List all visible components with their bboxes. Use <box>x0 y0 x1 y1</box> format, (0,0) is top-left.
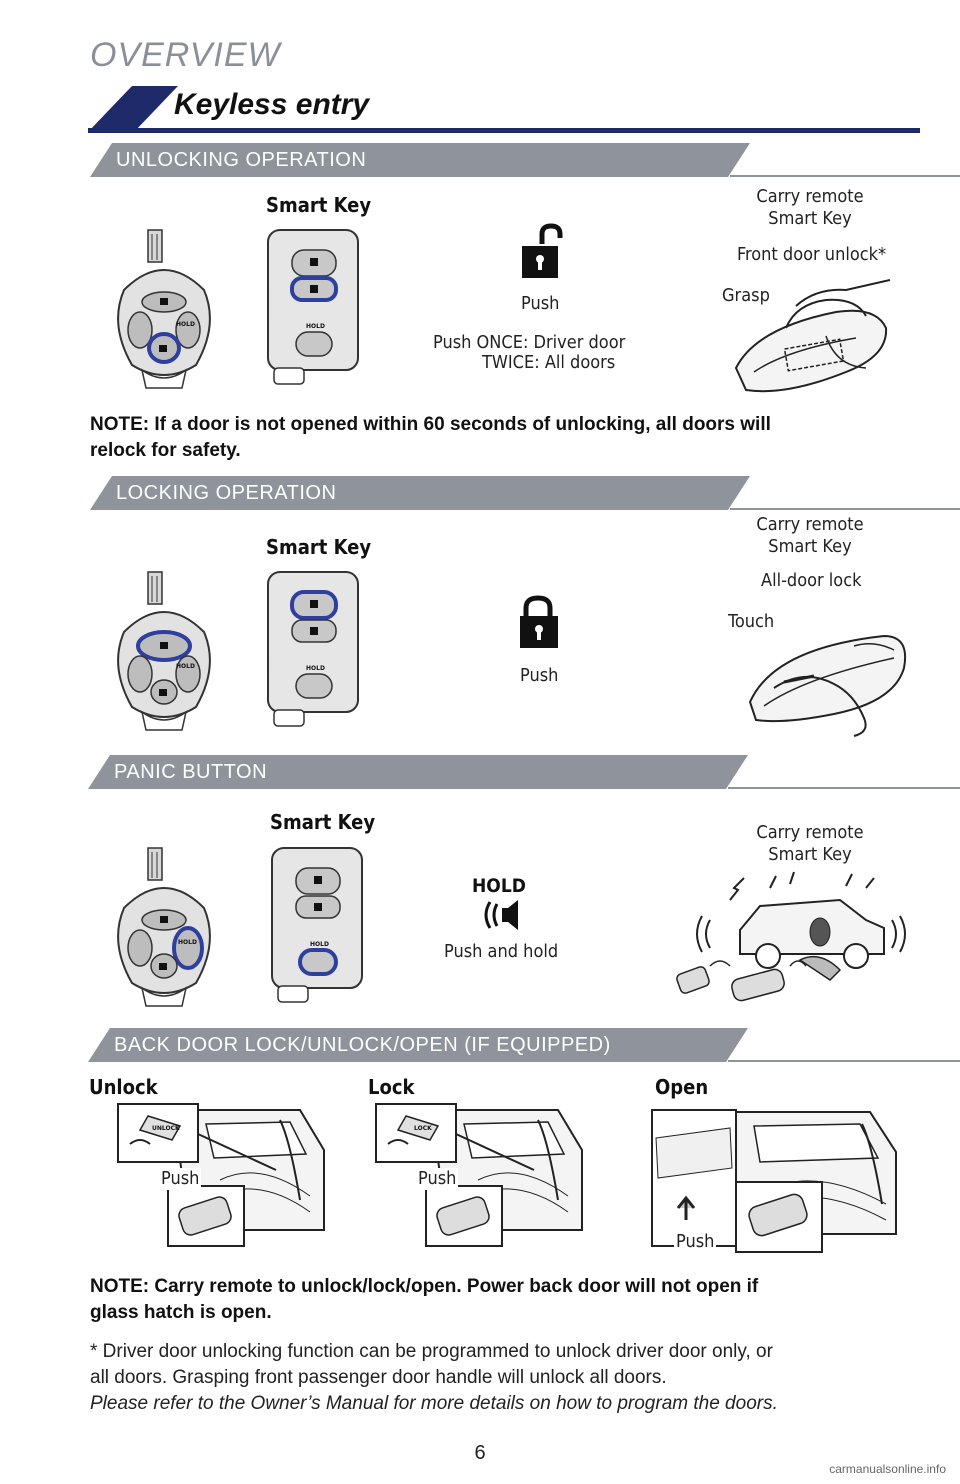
hold-text: HOLD <box>176 321 195 328</box>
unlock-note-line-2: relock for safety. <box>90 440 241 461</box>
footnote-line-1: * Driver door unlocking function can be … <box>90 1341 773 1362</box>
hold-text: HOLD <box>178 939 197 946</box>
push-label: Push <box>159 1168 202 1190</box>
panic-alarm-scene-icon <box>676 871 906 1002</box>
title-underline <box>88 128 920 133</box>
open-label: Open <box>655 1075 709 1099</box>
push-once-label: Push ONCE: Driver door <box>433 332 626 353</box>
push-and-hold-label: Push and hold <box>444 941 559 962</box>
front-door-unlock-label: Front door unlock* <box>737 244 887 265</box>
smart-key-label: Smart Key <box>270 810 376 834</box>
remote-fob-icon: HOLD <box>117 571 211 731</box>
hold-text: HOLD <box>176 663 195 670</box>
back-door-lock-scene-icon: LOCK <box>375 1103 583 1247</box>
remote-fob-icon: HOLD <box>117 229 211 389</box>
section-heading-back-door: BACK DOOR LOCK/UNLOCK/OPEN (IF EQUIPPED) <box>114 1034 611 1056</box>
unlock-label: Unlock <box>89 1075 158 1099</box>
section-heading-panic: PANIC BUTTON <box>114 761 268 783</box>
smart-key-label: Smart Key <box>266 535 372 559</box>
carry-remote-label: Carry remote <box>756 822 864 843</box>
push-label: Push <box>521 293 560 314</box>
carry-smart-key-label: Smart Key <box>768 536 852 557</box>
door-handle-grasp-icon <box>734 279 891 393</box>
lock-button-text: LOCK <box>414 1125 432 1132</box>
hold-text: HOLD <box>306 323 325 330</box>
hold-text: HOLD <box>310 941 329 948</box>
back-door-open-scene-icon <box>651 1109 897 1253</box>
carry-remote-label: Carry remote <box>756 514 864 535</box>
carry-smart-key-label: Smart Key <box>768 844 852 865</box>
carry-remote-label: Carry remote <box>756 186 864 207</box>
push-label: Push <box>674 1231 717 1253</box>
all-door-lock-label: All-door lock <box>761 570 862 591</box>
unlock-note-line-1: NOTE: If a door is not opened within 60 … <box>90 414 771 435</box>
push-label: Push <box>520 665 559 686</box>
page-number: 6 <box>474 1442 486 1464</box>
remote-fob-icon: HOLD <box>117 847 211 1007</box>
push-twice-label: TWICE: All doors <box>482 352 616 373</box>
overview-heading: OVERVIEW <box>90 36 281 74</box>
panic-horn-icon <box>484 900 518 930</box>
carry-smart-key-label: Smart Key <box>768 208 852 229</box>
footnote-line-2: all doors. Grasping front passenger door… <box>90 1367 667 1388</box>
footnote-line-3: Please refer to the Owner’s Manual for m… <box>90 1393 778 1414</box>
hold-label: HOLD <box>472 875 526 897</box>
hold-text: HOLD <box>306 665 325 672</box>
watermark: carmanualsonline.info <box>829 1462 946 1476</box>
push-label: Push <box>416 1168 459 1190</box>
lock-label: Lock <box>368 1075 415 1099</box>
unlock-button-text: UNLOCK <box>152 1125 180 1132</box>
lock-padlock-icon <box>520 595 558 648</box>
grasp-label: Grasp <box>722 285 770 306</box>
back-door-unlock-scene-icon: UNLOCK <box>117 1103 325 1247</box>
section-heading-locking: LOCKING OPERATION <box>116 482 337 504</box>
unlock-padlock-icon <box>522 223 563 278</box>
smart-key-icon: HOLD <box>267 229 359 385</box>
door-handle-touch-icon <box>748 634 906 737</box>
smart-key-icon: HOLD <box>267 571 359 727</box>
back-door-note-line-2: glass hatch is open. <box>90 1302 272 1323</box>
smart-key-label: Smart Key <box>266 193 372 217</box>
section-heading-unlocking: UNLOCKING OPERATION <box>116 149 367 171</box>
title-accent <box>88 86 178 132</box>
back-door-note-line-1: NOTE: Carry remote to unlock/lock/open. … <box>90 1276 759 1297</box>
smart-key-icon: HOLD <box>271 847 363 1003</box>
touch-label: Touch <box>728 611 775 632</box>
page-title: Keyless entry <box>174 88 370 121</box>
